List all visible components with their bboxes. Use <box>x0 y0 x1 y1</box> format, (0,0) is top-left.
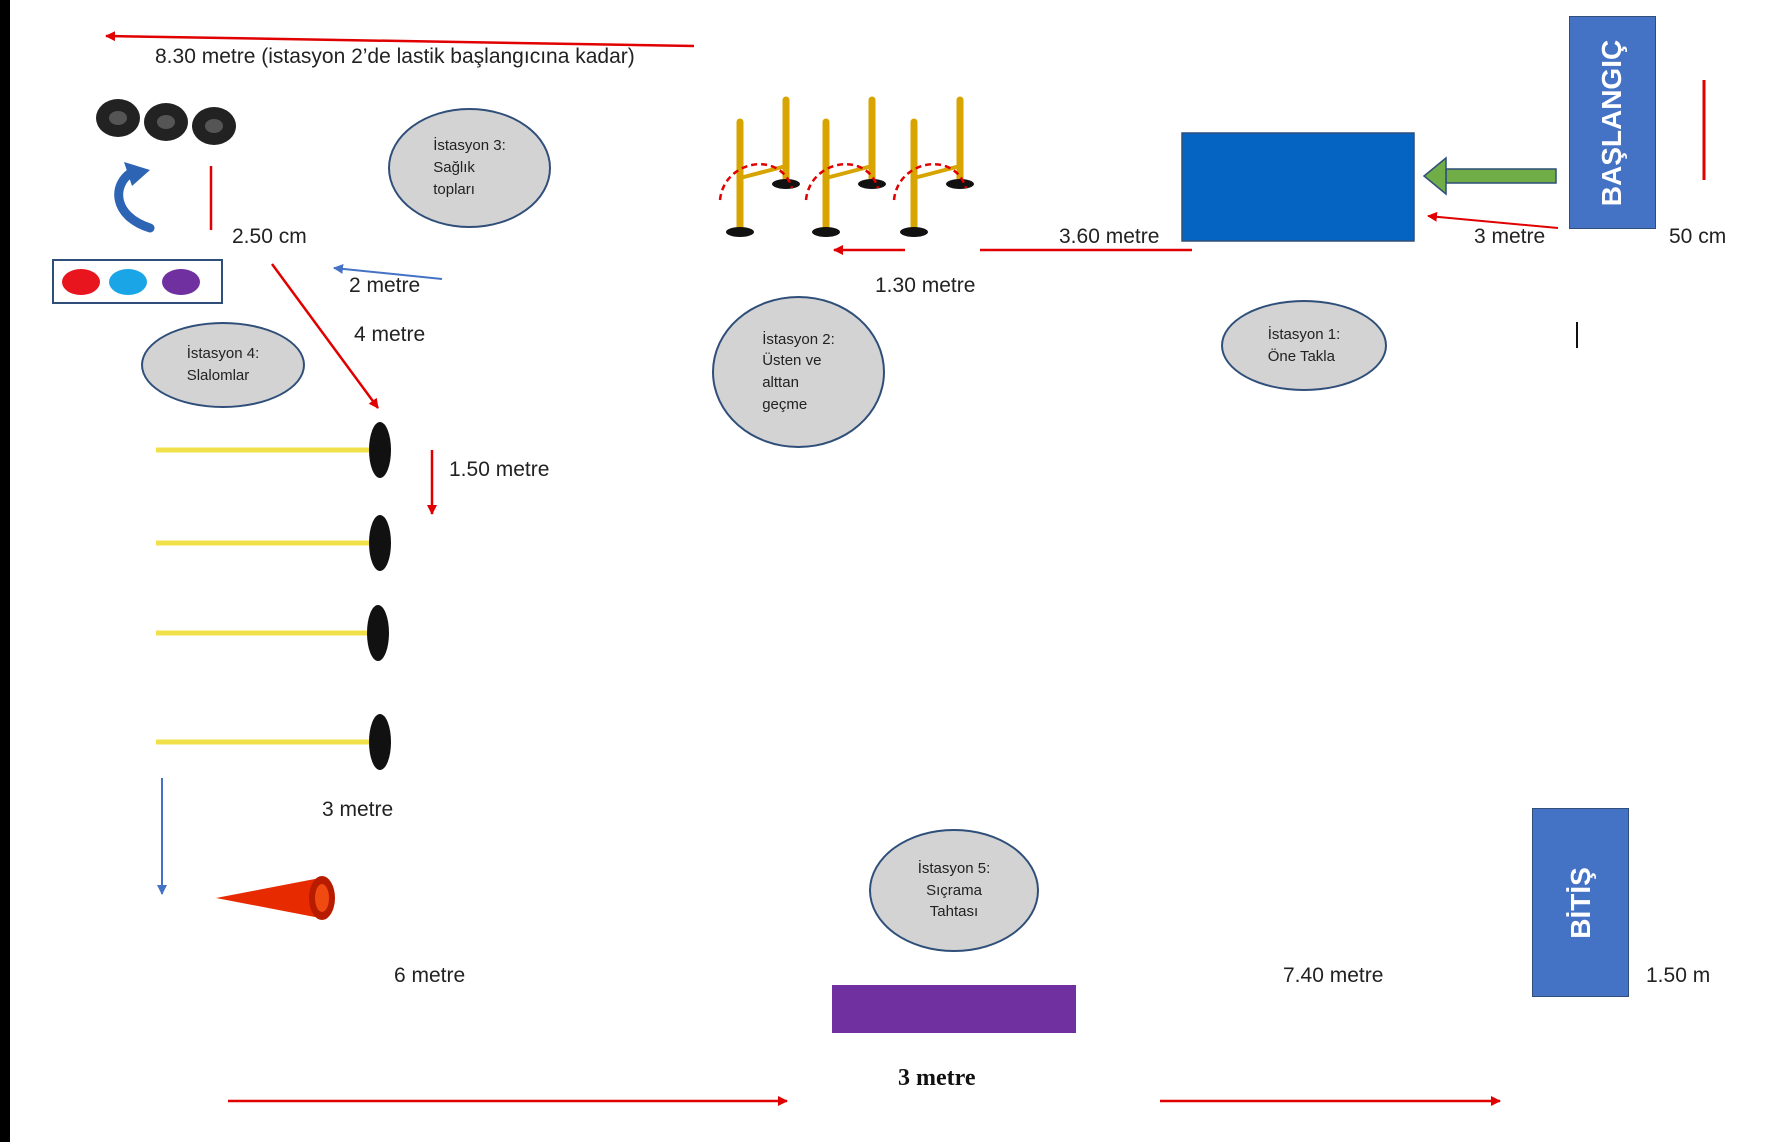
station-1-text: İstasyon 1: Öne Takla <box>1267 325 1341 365</box>
diagram-background <box>10 0 1772 1142</box>
station-4-text: İstasyon 4: Slalomlar <box>186 345 260 384</box>
finish-label: BİTİŞ <box>1564 866 1596 939</box>
label-slalom-to-cone: 3 metre <box>322 798 394 821</box>
label-slalom-gap: 1.50 metre <box>449 458 550 481</box>
station-3: İstasyon 3: Sağlık topları <box>388 108 551 228</box>
green-arrow-icon <box>1422 156 1557 196</box>
arrow-top-8-30 <box>105 31 695 48</box>
label-tire-gap: 2.50 cm <box>232 225 307 248</box>
label-start-to-mat: 3 metre <box>1474 225 1546 248</box>
station-5: İstasyon 5: Sıçrama Tahtası <box>869 829 1039 952</box>
label-cone-to-board: 6 metre <box>394 964 466 987</box>
label-diag-4m: 4 metre <box>354 323 426 346</box>
arrow-diag-4m <box>270 263 380 409</box>
label-finish-width: 1.50 m <box>1646 964 1711 987</box>
station-1: İstasyon 1: Öne Takla <box>1221 300 1387 391</box>
cone-icon <box>216 876 335 920</box>
tires-icon <box>96 99 236 145</box>
station-5-text: İstasyon 5: Sıçrama Tahtası <box>917 859 991 921</box>
hurdle-path-dashes <box>718 162 968 201</box>
station-2-text: İstasyon 2: Üsten ve alttan geçme <box>762 330 835 413</box>
arrow-start-to-mat <box>1427 211 1559 229</box>
health-balls-icon <box>52 259 223 304</box>
start-label: BAŞLANGIÇ <box>1596 39 1628 206</box>
label-board-length: 3 metre <box>898 1065 976 1091</box>
label-hurdle-gap: 1.30 metre <box>875 274 976 297</box>
label-top-distance: 8.30 metre (istasyon 2’de lastik başlang… <box>155 45 635 68</box>
label-start-width: 50 cm <box>1669 225 1727 248</box>
label-board-to-finish: 7.40 metre <box>1283 964 1384 987</box>
arrow-to-balls <box>333 263 443 280</box>
finish-block: BİTİŞ <box>1532 808 1629 997</box>
hurdle-bases-icon <box>726 179 974 237</box>
start-block: BAŞLANGIÇ <box>1569 16 1656 229</box>
curved-arrow-icon <box>114 162 155 233</box>
station-3-text: İstasyon 3: Sağlık topları <box>433 137 506 198</box>
slalom-poles-icon <box>156 422 391 770</box>
label-to-balls: 2 metre <box>349 274 421 297</box>
tumbling-mat <box>1181 132 1415 242</box>
station-2: İstasyon 2: Üsten ve alttan geçme <box>712 296 885 448</box>
station-4: İstasyon 4: Slalomlar <box>141 322 305 408</box>
jump-board <box>832 985 1076 1033</box>
label-mat-to-hurdle: 3.60 metre <box>1059 225 1160 248</box>
hurdles-icon <box>736 96 964 236</box>
